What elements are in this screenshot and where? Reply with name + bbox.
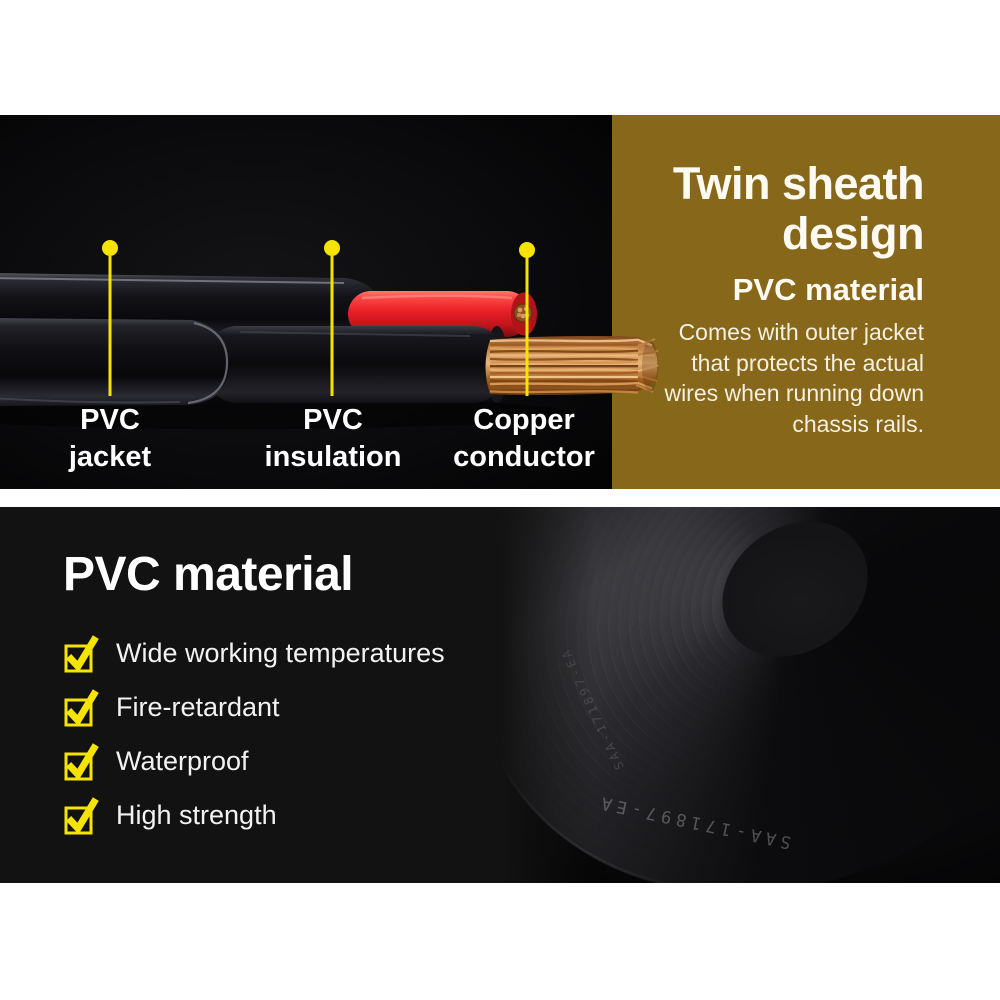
callout-dot-icon [519, 242, 535, 258]
callout-line [330, 256, 334, 396]
label-pvc-insulation: PVC insulation [264, 404, 402, 473]
feature-item: Waterproof [63, 741, 445, 781]
checkbox-check-icon [64, 689, 99, 727]
copper-strand [489, 364, 659, 373]
panel-subtitle: PVC material [732, 272, 924, 307]
feature-item: Fire-retardant [63, 687, 445, 727]
coil-cable-ring [698, 507, 892, 680]
coil-cable-ring [656, 507, 934, 719]
coil-cable-ring [636, 507, 954, 738]
copper-strand [489, 346, 639, 351]
coil-cable-ring [605, 507, 985, 768]
coil-photo: SAA-171897-EA SAA-171897-EA [500, 507, 1000, 883]
features-list: Wide working temperatures Fire-retardant… [63, 633, 445, 849]
features-heading: PVC material [63, 548, 354, 601]
callout-dot-icon [324, 240, 340, 256]
checkbox-check-icon [64, 797, 99, 835]
cable-photo [0, 115, 659, 489]
callout-dot-icon [102, 240, 118, 256]
feature-label: Wide working temperatures [116, 637, 445, 668]
coil-cable-ring [584, 507, 1000, 787]
copper-strand [489, 349, 639, 354]
outer-jacket [0, 318, 230, 406]
coil-cable-ring [625, 507, 965, 748]
inner-insulation [206, 326, 504, 403]
feature-label: Fire-retardant [116, 691, 280, 722]
copper-conductor-bundle [485, 336, 659, 396]
coil-cable-ring [563, 507, 1000, 806]
callout-line [108, 256, 112, 396]
callout-line [525, 258, 529, 396]
feature-item: High strength [63, 795, 445, 835]
callouts [102, 240, 535, 396]
coil-cable-ring [667, 507, 923, 709]
checkbox-check-icon [64, 743, 99, 781]
copper-strand [489, 360, 639, 364]
copper-strand [489, 371, 639, 375]
feature-label: High strength [116, 799, 277, 830]
coil-cable-ring [594, 507, 996, 777]
panel-body-text: Comes with outer jacket that protects th… [664, 319, 924, 437]
checkbox-check-icon [64, 635, 99, 673]
copper-strand [489, 338, 653, 347]
copper-strand [489, 381, 653, 390]
copper-strand [489, 390, 639, 394]
info-panel: Twin sheath design PVC material Comes wi… [610, 115, 1000, 489]
panel-title: Twin sheath design [672, 158, 925, 259]
coil-cable-ring [615, 507, 975, 758]
feature-item: Wide working temperatures [63, 633, 445, 673]
coil-cable-ring [573, 507, 1000, 797]
feature-label: Waterproof [116, 745, 249, 776]
coil-cable-ring [708, 508, 882, 670]
red-wire [348, 291, 537, 337]
top-section: Twin sheath design PVC material Comes wi… [0, 115, 1000, 489]
features-section: SAA-171897-EA SAA-171897-EA PVC material… [0, 507, 1000, 883]
copper-strand [489, 357, 639, 362]
jacket-cut-seam [187, 321, 229, 405]
label-copper-conductor: Copper conductor [453, 404, 595, 473]
coil-cable-ring [688, 507, 902, 690]
label-pvc-jacket: PVC jacket [68, 404, 152, 473]
copper-strand [489, 379, 639, 383]
coil-cable-ring [646, 507, 944, 729]
